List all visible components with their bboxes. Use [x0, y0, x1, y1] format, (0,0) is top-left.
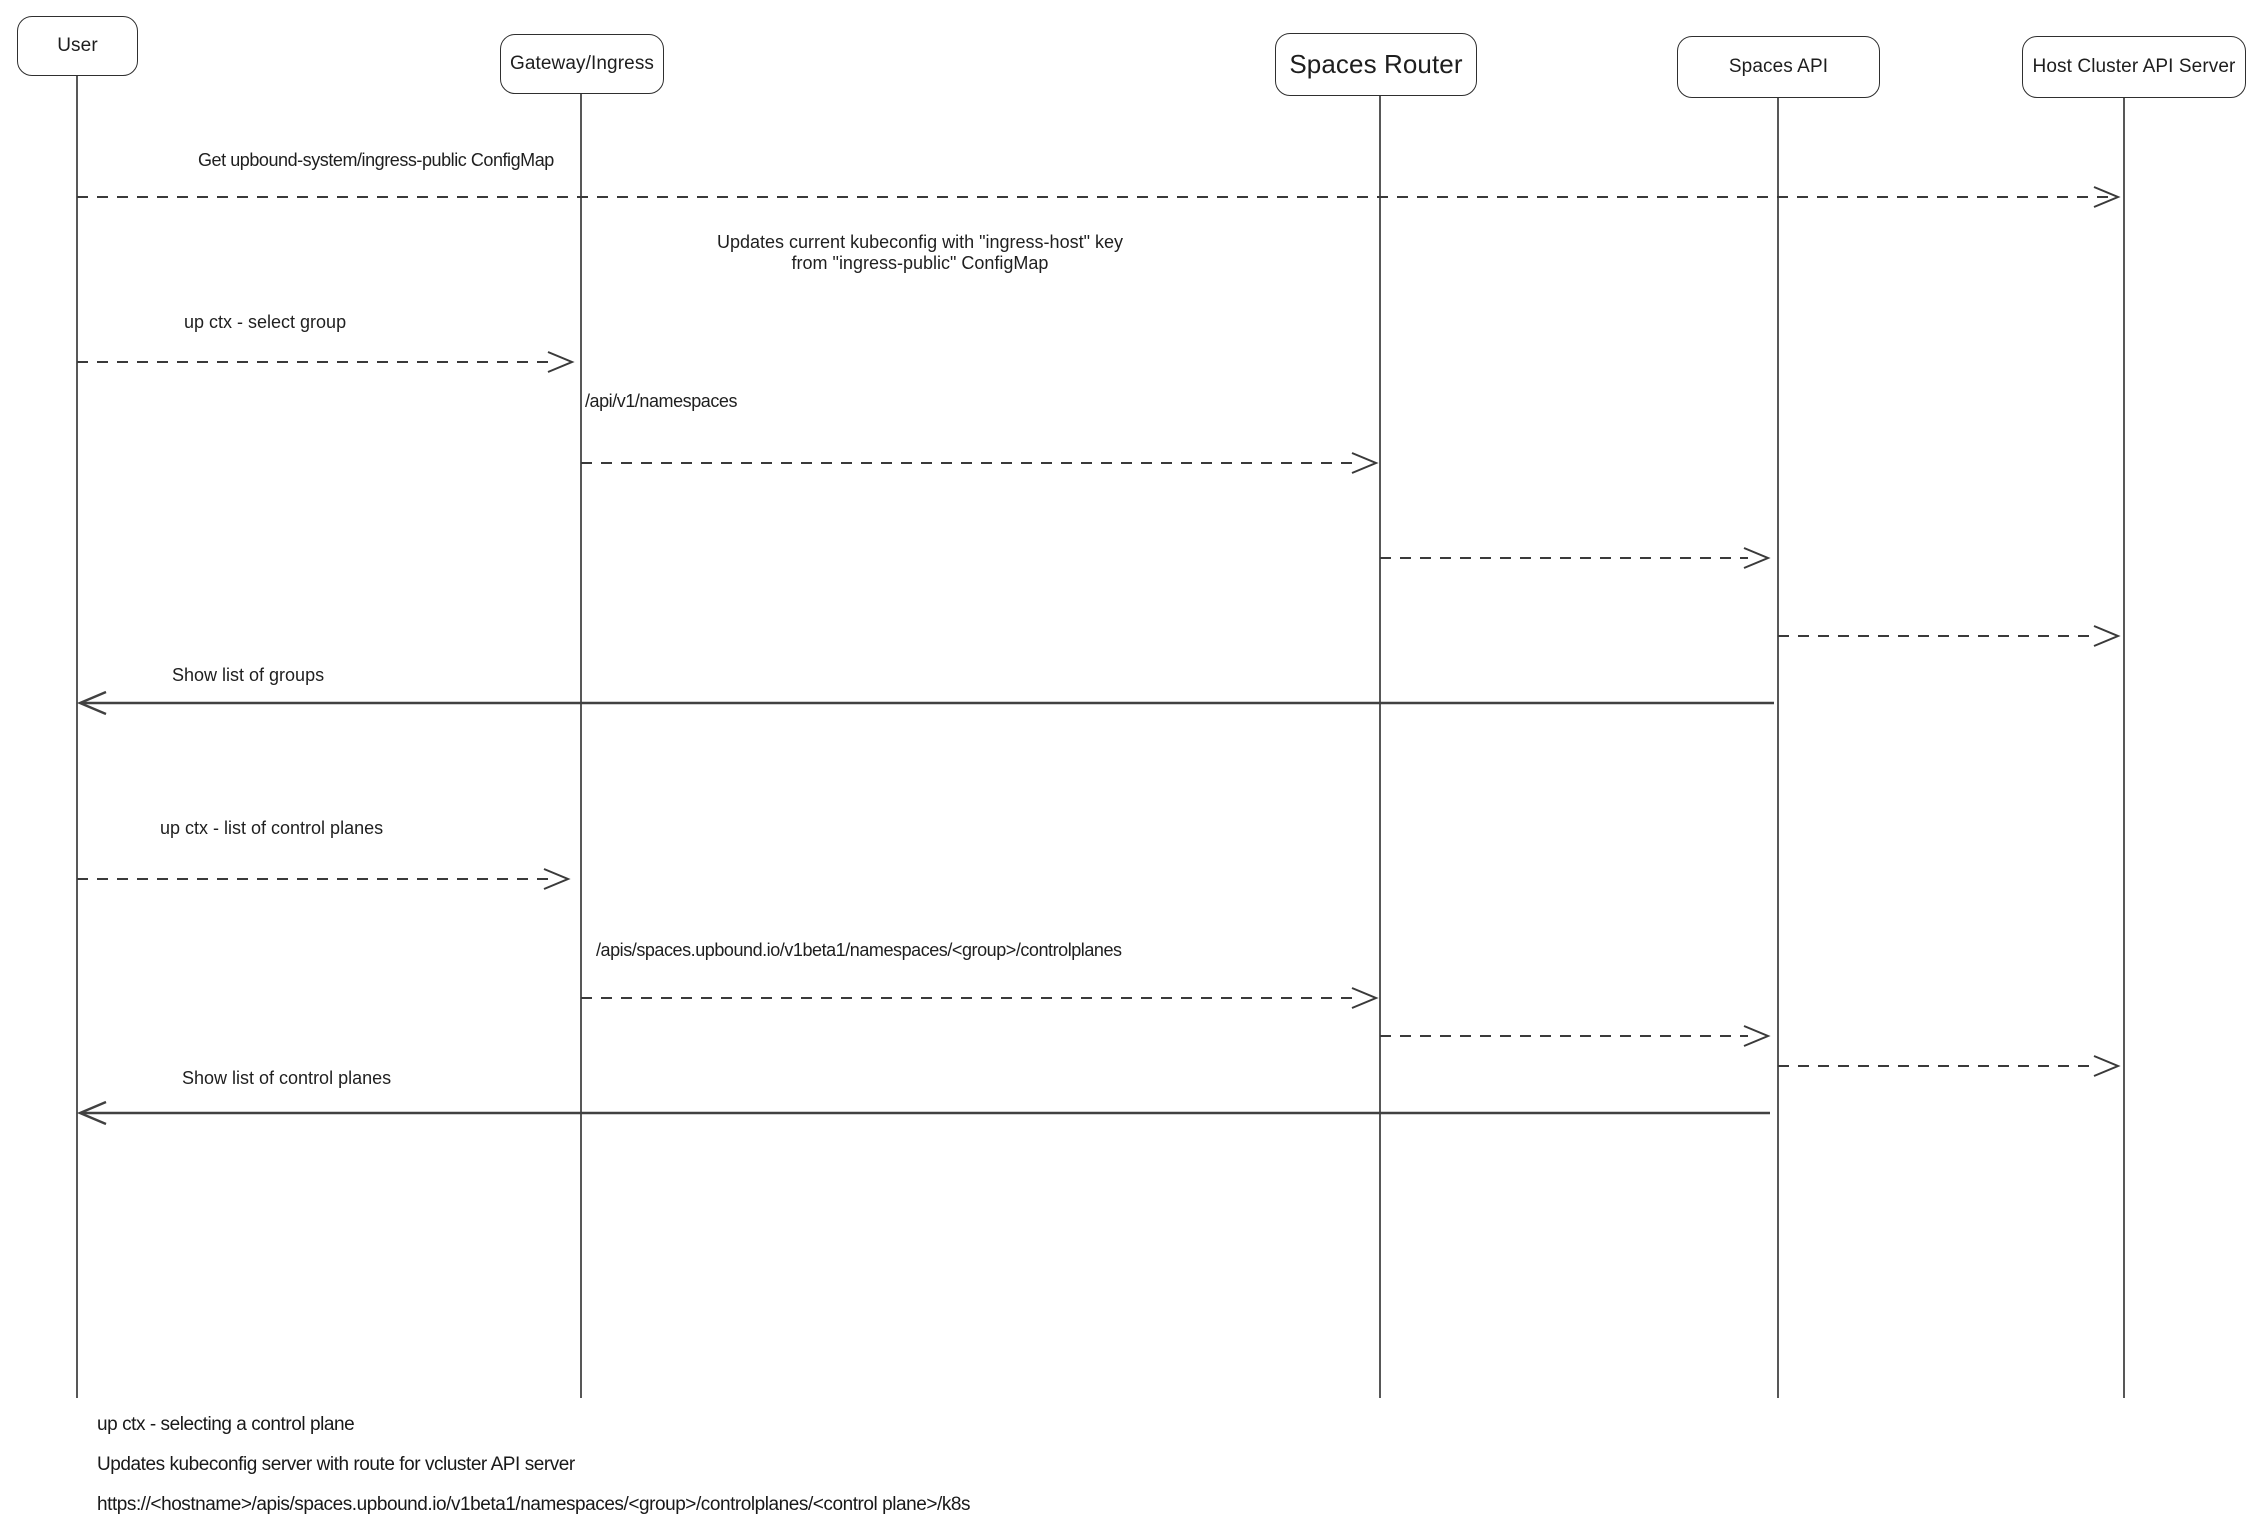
arrow-api-v1-namespaces	[581, 452, 1379, 474]
message-label-select-group: up ctx - select group	[184, 312, 347, 332]
actor-box-user: User	[17, 16, 138, 76]
note-kubeconfig-update-line2: from "ingress-public" ConfigMap	[791, 253, 1049, 273]
message-label-show-control-planes: Show list of control planes	[182, 1068, 392, 1088]
actor-label-host-cluster: Host Cluster API Server	[2032, 56, 2236, 77]
arrow-show-control-planes-return	[76, 1100, 1770, 1126]
arrow-api-to-host-2	[1778, 1055, 2121, 1077]
arrow-router-to-api-2	[1380, 1025, 1771, 1047]
actor-box-gateway: Gateway/Ingress	[500, 34, 664, 94]
arrow-router-to-api-1	[1380, 547, 1771, 569]
actor-label-spaces-router: Spaces Router	[1289, 49, 1463, 79]
actor-label-gateway: Gateway/Ingress	[509, 53, 655, 74]
arrow-get-configmap	[77, 186, 2121, 208]
note-kubeconfig-update: Updates current kubeconfig with "ingress…	[670, 232, 1170, 274]
message-label-controlplanes-path: /apis/spaces.upbound.io/v1beta1/namespac…	[596, 940, 1122, 960]
actor-box-host-cluster: Host Cluster API Server	[2022, 36, 2246, 98]
message-label-api-v1-namespaces: /api/v1/namespaces	[585, 391, 737, 411]
note-kubeconfig-update-line1: Updates current kubeconfig with "ingress…	[717, 232, 1123, 252]
message-label-show-groups: Show list of groups	[172, 665, 325, 685]
actor-label-user: User	[57, 35, 98, 56]
arrow-controlplanes-path	[581, 987, 1379, 1009]
arrow-select-group	[77, 351, 575, 373]
message-label-list-control-planes: up ctx - list of control planes	[160, 818, 384, 838]
message-label-get-configmap: Get upbound-system/ingress-public Config…	[198, 150, 554, 170]
actor-box-spaces-api: Spaces API	[1677, 36, 1880, 98]
arrow-show-groups-return	[76, 690, 1774, 716]
actor-box-spaces-router: Spaces Router	[1275, 33, 1477, 96]
footnote-updates-kubeconfig: Updates kubeconfig server with route for…	[97, 1454, 575, 1475]
actor-label-spaces-api: Spaces API	[1728, 56, 1829, 77]
arrow-api-to-host-1	[1778, 625, 2121, 647]
footnote-vcluster-url: https://<hostname>/apis/spaces.upbound.i…	[97, 1494, 971, 1515]
footnote-selecting-control-plane: up ctx - selecting a control plane	[97, 1414, 355, 1435]
arrow-list-control-planes	[77, 868, 571, 890]
